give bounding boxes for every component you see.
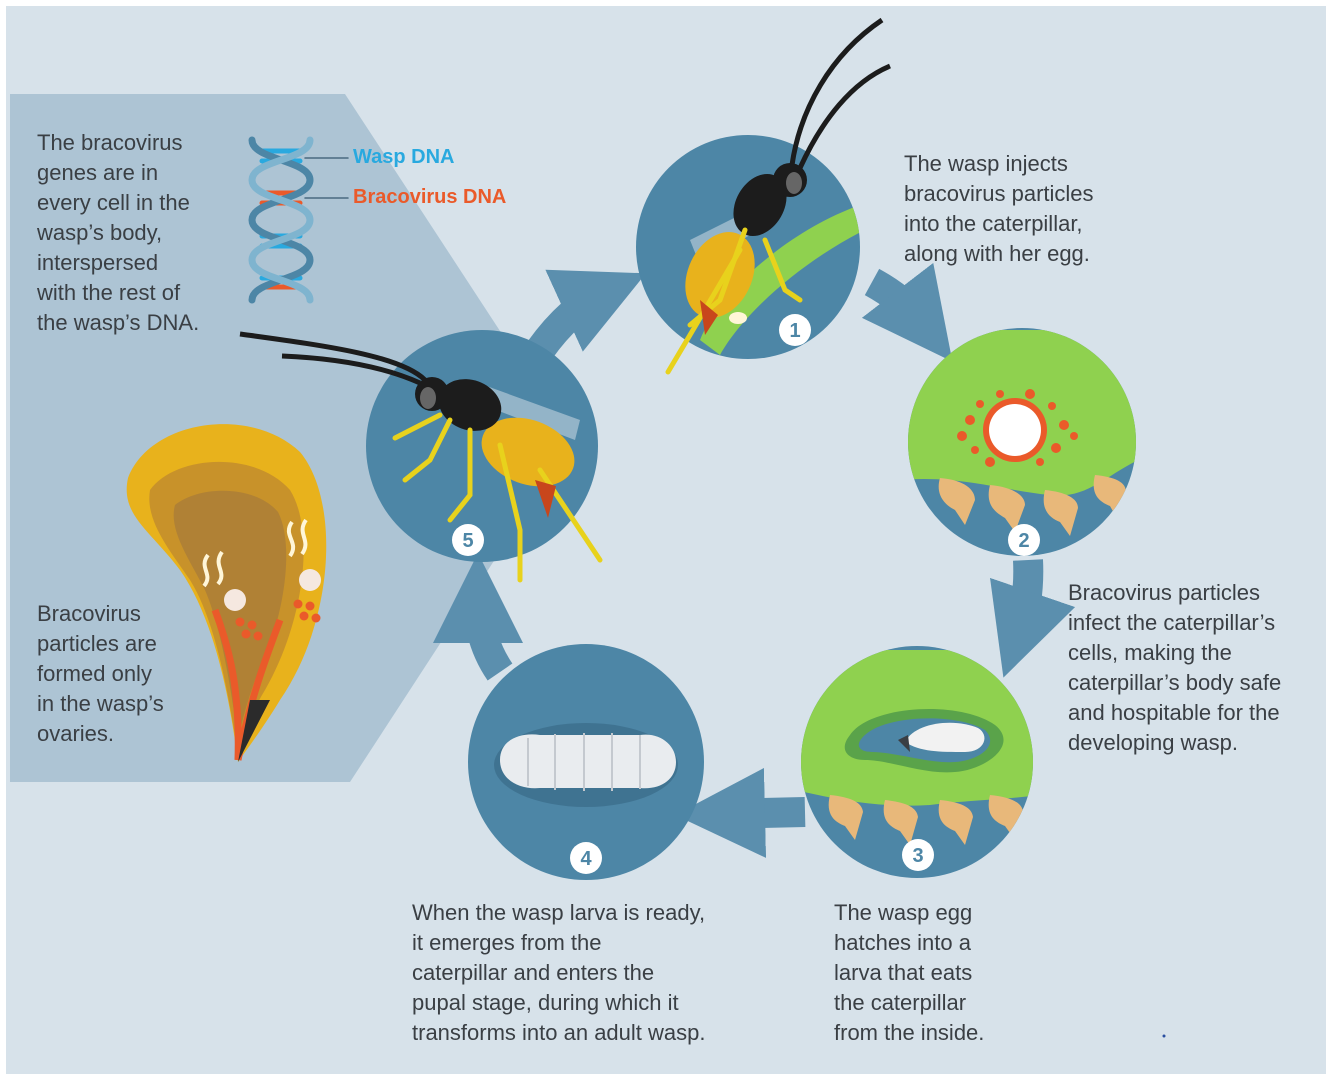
step-4-circle: 4 xyxy=(468,644,704,880)
step-4-caption: When the wasp larva is ready, it emerges… xyxy=(412,898,705,1048)
arrow-3-to-4 xyxy=(720,812,805,814)
step-1-caption: The wasp injects bracovirus particles in… xyxy=(904,149,1094,269)
step-5-number: 5 xyxy=(462,530,473,552)
step-3-number: 3 xyxy=(912,845,923,867)
arrow-2-to-3 xyxy=(1018,560,1028,635)
pupa xyxy=(500,733,676,791)
bracovirus-dna-label: Bracovirus DNA xyxy=(353,186,506,209)
stray-dot xyxy=(1163,1035,1166,1038)
step-3-caption: The wasp egg hatches into a larva that e… xyxy=(834,898,984,1048)
step-2-caption: Bracovirus particles infect the caterpil… xyxy=(1068,578,1281,758)
wasp-dna-label: Wasp DNA xyxy=(353,146,454,169)
step-4-number: 4 xyxy=(580,848,592,870)
ovaries-caption: Bracovirus particles are formed only in … xyxy=(37,599,164,749)
step-1-number: 1 xyxy=(789,320,800,342)
genes-caption: The bracovirus genes are in every cell i… xyxy=(37,128,199,338)
step-2-number: 2 xyxy=(1018,530,1029,552)
